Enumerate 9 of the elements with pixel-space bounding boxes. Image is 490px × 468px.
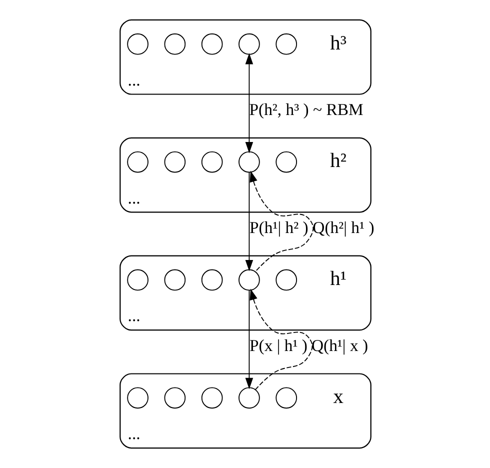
edge-label: Q(h¹| x ) (310, 336, 368, 355)
edge-label: P(x | h¹ ) (248, 336, 307, 355)
edge-label: P(h², h³ ) ~ RBM (248, 100, 363, 120)
node-label: h³ (330, 32, 346, 54)
node-label: x (332, 386, 343, 408)
node-label: h¹ (330, 268, 346, 290)
edge-label: P(h¹| h² ) (249, 218, 308, 237)
node-label: h² (330, 150, 346, 172)
edge-label: Q(h²| h¹ ) (312, 218, 374, 237)
